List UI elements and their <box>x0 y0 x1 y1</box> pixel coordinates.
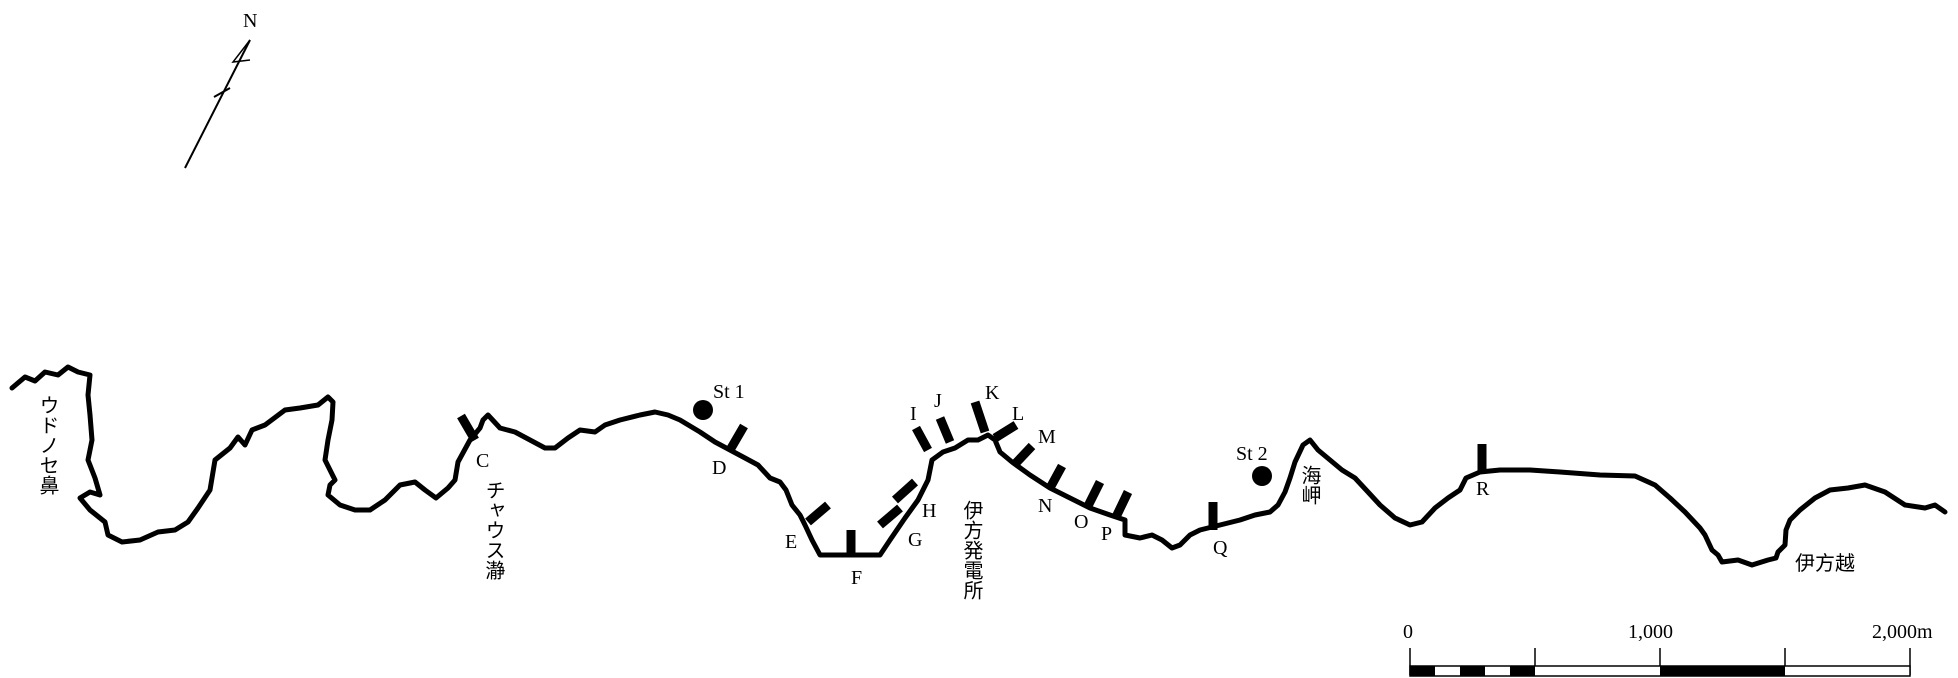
transect-l <box>992 421 1019 442</box>
station-1-label: St 1 <box>713 381 745 403</box>
transect-label: M <box>1038 426 1056 448</box>
place-kaimisaki: 海岬 <box>1298 465 1322 505</box>
stations: St 1 St 2 <box>693 381 1272 486</box>
transect-k <box>970 400 990 434</box>
station-1-marker <box>693 400 713 420</box>
transect-label: E <box>785 531 797 553</box>
place-labels: ウドノセ鼻 チャウス瀞 伊方発電所 海岬 伊方越 <box>36 395 1855 600</box>
transect-m <box>1011 442 1036 468</box>
place-chausu: チャウス瀞 <box>482 480 506 580</box>
transect-label: L <box>1012 403 1024 425</box>
scale-tick-1000: 1,000 <box>1628 621 1673 643</box>
north-label: N <box>243 10 257 32</box>
transect-o <box>1083 479 1105 509</box>
transect-label: J <box>934 390 942 412</box>
coastline <box>9 364 1948 568</box>
scale-bar: 0 1,000 2,000m <box>1403 621 1933 677</box>
scale-tick-2000: 2,000m <box>1872 621 1933 643</box>
transect-label: N <box>1038 495 1052 517</box>
transect-e <box>805 501 831 526</box>
transect-p <box>1111 490 1133 519</box>
transect-label: C <box>476 450 489 472</box>
transect-markers <box>457 400 1487 555</box>
transect-n <box>1046 463 1066 491</box>
north-arrow: N <box>184 10 257 169</box>
transect-d <box>726 423 748 453</box>
place-ikata-goe: 伊方越 <box>1795 551 1855 575</box>
transect-label: K <box>985 382 1000 404</box>
transect-c <box>457 413 479 443</box>
station-2-label: St 2 <box>1236 443 1268 465</box>
place-ikata-power-station: 伊方発電所 <box>960 500 984 600</box>
place-udonose: ウドノセ鼻 <box>36 395 60 495</box>
transect-label: O <box>1074 511 1088 533</box>
station-2-marker <box>1252 466 1272 486</box>
transect-h <box>891 478 919 504</box>
transect-label: D <box>712 457 726 479</box>
transect-label: R <box>1476 478 1490 500</box>
transect-labels: C D E F G H I J K L M N O P Q R <box>476 382 1490 589</box>
transect-g <box>877 504 903 529</box>
transect-label: I <box>910 403 917 425</box>
transect-j <box>935 416 955 444</box>
transect-label: F <box>851 567 862 589</box>
transect-label: P <box>1101 523 1112 545</box>
scale-tick-0: 0 <box>1403 621 1413 643</box>
transect-i <box>912 425 932 453</box>
transect-label: H <box>922 500 936 522</box>
transect-label: G <box>908 529 922 551</box>
transect-label: Q <box>1213 537 1228 559</box>
